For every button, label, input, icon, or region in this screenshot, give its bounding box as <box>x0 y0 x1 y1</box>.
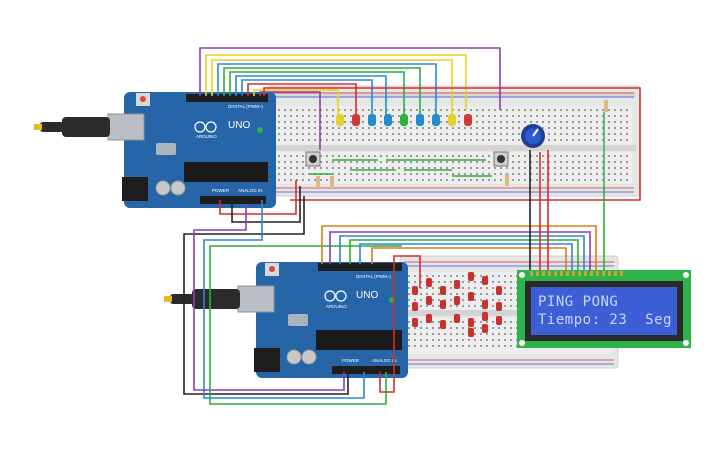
arduino-uno-top[interactable]: UNO ARDUINO DIGITAL (PWM~) POWER ANALOG … <box>34 92 276 208</box>
matrix-led <box>482 300 488 309</box>
matrix-led <box>426 296 432 305</box>
matrix-led <box>482 324 488 333</box>
resistor-top-1 <box>316 176 320 188</box>
top-pushbutton-right[interactable] <box>493 151 509 167</box>
wires-bottom <box>183 150 605 405</box>
matrix-led <box>426 278 432 287</box>
matrix-led <box>440 300 446 309</box>
top-breadboard[interactable] <box>267 85 641 197</box>
matrix-led <box>496 316 502 325</box>
matrix-led <box>440 320 446 329</box>
resistor-top-3 <box>505 174 509 186</box>
resistor-top-4 <box>604 100 608 112</box>
lcd-line-2: Tiempo: 23 Seg <box>538 312 672 328</box>
led-blue <box>432 114 440 126</box>
top-led-row <box>336 114 472 126</box>
led-red <box>352 114 360 126</box>
arduino-top-brand: ARDUINO <box>196 134 217 139</box>
arduino-bottom-digital-label: DIGITAL (PWM~) <box>356 274 391 279</box>
matrix-led <box>482 276 488 285</box>
arduino-bottom-model: UNO <box>356 290 378 301</box>
matrix-led <box>468 292 474 301</box>
bottom-led-matrix <box>412 272 502 337</box>
matrix-led <box>482 312 488 321</box>
led-green <box>400 114 408 126</box>
arduino-bottom-logo-icon <box>324 290 347 302</box>
matrix-led <box>496 286 502 295</box>
led-blue <box>368 114 376 126</box>
led-red <box>464 114 472 126</box>
top-pushbutton-left[interactable] <box>305 151 321 167</box>
lcd-module: PING PONG Tiempo: 23 Seg <box>517 270 691 348</box>
matrix-led <box>412 286 418 295</box>
arduino-bottom-analog-label: ANALOG IN <box>372 358 397 363</box>
arduino-top-power-label: POWER <box>212 188 230 193</box>
arduino-uno-bottom[interactable]: UNO ARDUINO DIGITAL (PWM~) POWER ANALOG … <box>164 262 408 378</box>
arduino-top-logo-icon <box>194 121 217 133</box>
wires-top <box>199 47 641 223</box>
arduino-top-analog-label: ANALOG IN <box>238 188 263 193</box>
arduino-bottom-brand: ARDUINO <box>326 304 347 309</box>
potentiometer-knob-icon[interactable] <box>521 124 545 148</box>
matrix-led <box>454 314 460 323</box>
top-breadboard-green-links <box>310 112 605 186</box>
matrix-led <box>468 328 474 337</box>
led-yellow <box>336 114 344 126</box>
matrix-led <box>440 286 446 295</box>
led-blue <box>416 114 424 126</box>
led-blue <box>384 114 392 126</box>
lcd-line-1: PING PONG <box>538 294 618 310</box>
matrix-led <box>454 280 460 289</box>
matrix-led <box>454 296 460 305</box>
matrix-led <box>468 318 474 327</box>
led-yellow <box>448 114 456 126</box>
matrix-led <box>412 318 418 327</box>
matrix-led <box>412 302 418 311</box>
matrix-led <box>468 272 474 281</box>
resistor-top-2 <box>330 176 334 188</box>
arduino-top-model: UNO <box>228 120 250 131</box>
arduino-bottom-power-label: POWER <box>342 358 360 363</box>
matrix-led <box>426 314 432 323</box>
matrix-led <box>496 302 502 311</box>
arduino-top-digital-label: DIGITAL (PWM~) <box>228 104 263 109</box>
